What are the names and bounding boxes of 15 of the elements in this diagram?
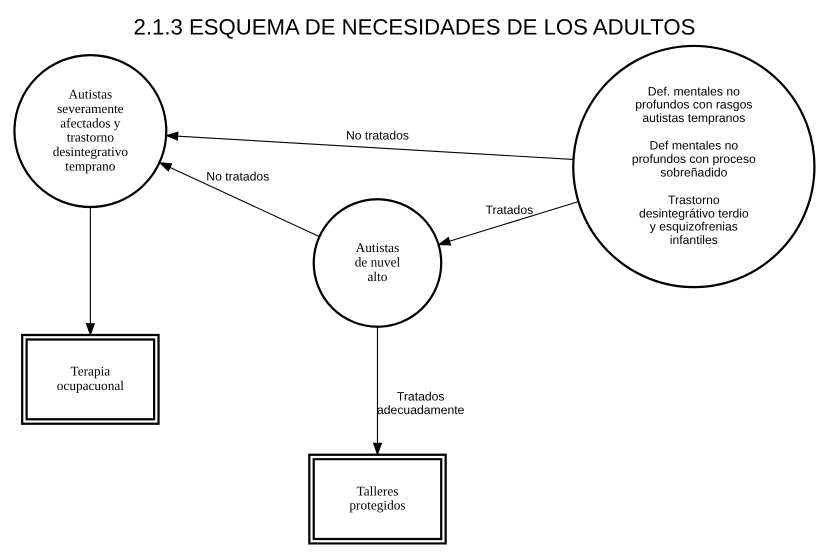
edge-label: Tratados adecuadamente <box>377 390 464 417</box>
node-box: Talleres protegidos <box>308 454 447 545</box>
diagram-title: 2.1.3 ESQUEMA DE NECESIDADES DE LOS ADULTOS <box>134 14 696 40</box>
arrow <box>372 326 382 456</box>
edge-label: No tratados <box>346 128 409 143</box>
node-circle: Autistas severamente afectados y trastorno desintegrativo temprano <box>13 54 168 208</box>
edge-label: Tratados <box>486 202 534 217</box>
node-circle: Def. mentales no profundos con rasgos autistas tempranos Def mentales no profundos con proceso sobreñadido Trastorno desintegrátivo terdio y esquizofrenias infantiles <box>572 44 816 288</box>
node-box: Terapia ocupacuonal <box>21 334 160 425</box>
edge-label: No tratados <box>206 170 270 184</box>
node-circle: Autistas de nuvel alto <box>312 198 442 328</box>
arrow <box>86 207 96 336</box>
arrow <box>164 132 574 160</box>
arrow <box>437 201 578 246</box>
arrow <box>158 162 320 238</box>
